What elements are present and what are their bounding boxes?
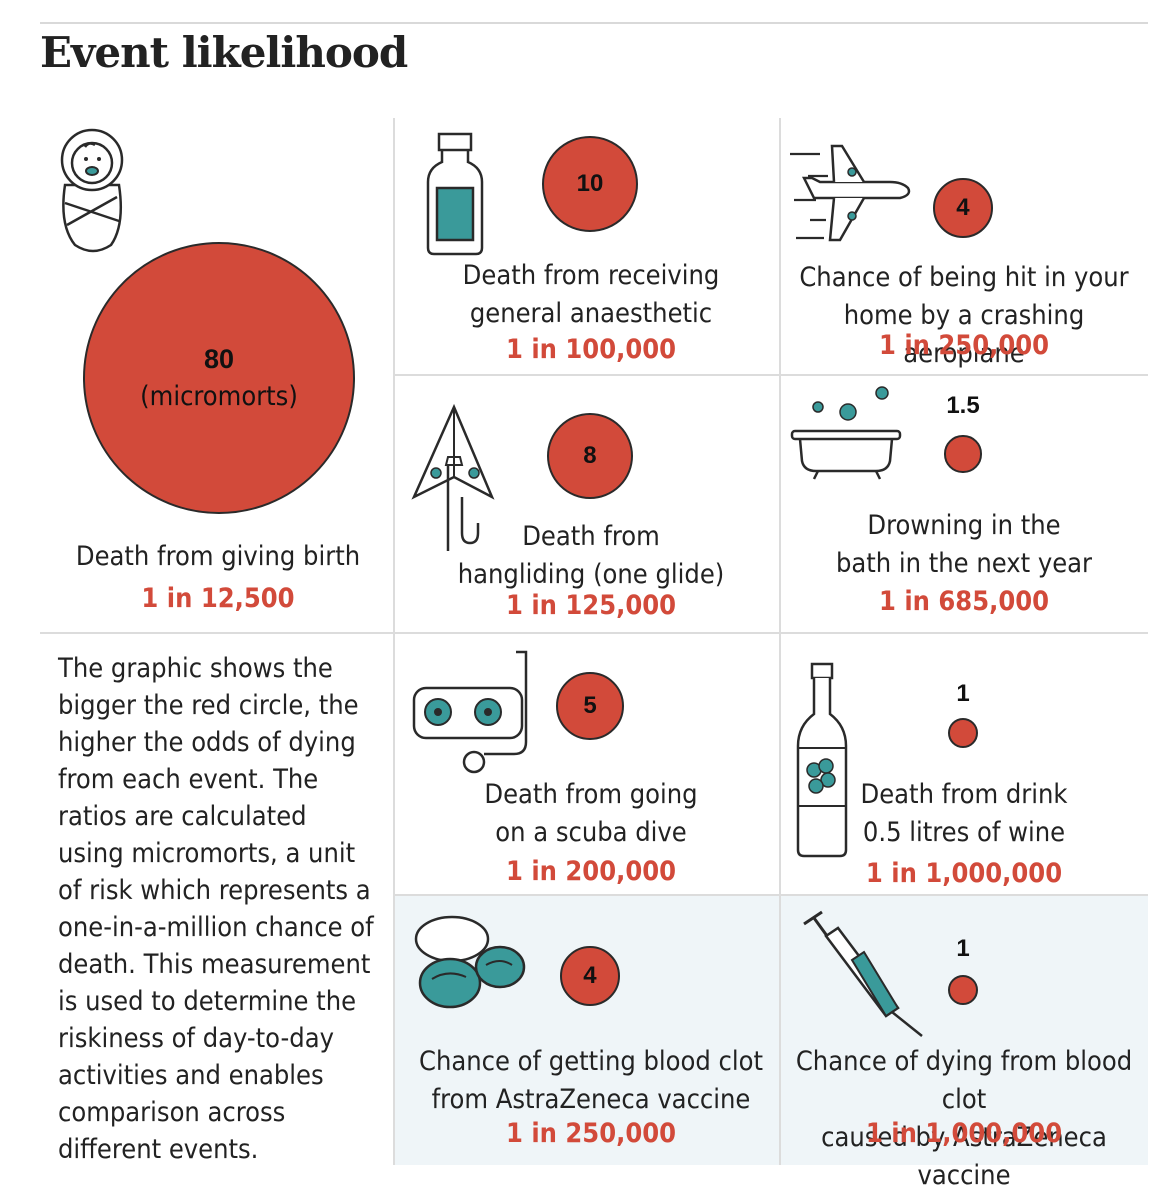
event-odds: 1 in 125,000 — [505, 590, 677, 621]
top-rule — [40, 22, 1148, 24]
hang-glider-icon — [411, 403, 495, 551]
bubble-anaesthetic: 10 — [541, 135, 639, 233]
event-odds: 1 in 250,000 — [878, 330, 1050, 361]
grid-divider — [394, 374, 1148, 376]
event-label: Chance of getting blood clot from AstraZ… — [419, 1046, 763, 1115]
event-odds: 1 in 250,000 — [505, 1118, 677, 1149]
bubble-giving-birth: 80 (micromorts) — [83, 242, 355, 514]
event-label: Chance of being hit in your home by a cr… — [799, 262, 1129, 369]
wine-bottle-icon — [796, 662, 848, 858]
bathtub-icon — [790, 386, 902, 480]
event-label: Chance of dying from blood clot caused b… — [795, 1046, 1133, 1191]
baby-icon — [60, 128, 124, 253]
bubble-aeroplane: 4 — [932, 177, 994, 239]
bubble-wine — [947, 717, 979, 749]
event-odds: 1 in 12,500 — [141, 583, 295, 614]
event-odds: 1 in 1,000,000 — [865, 858, 1063, 889]
grid-divider — [394, 894, 1148, 896]
data-label-micromorts: 8 — [583, 441, 597, 469]
event-odds: 1 in 1,000,000 — [865, 1118, 1063, 1149]
bubble-bath — [944, 435, 982, 473]
event-label: Death from hangliding (one glide) — [457, 521, 725, 590]
data-label-micromorts: 5 — [583, 692, 597, 719]
data-label-micromorts: 10 — [576, 169, 604, 197]
bubble-vaccine-death — [947, 974, 979, 1006]
airplane-icon — [790, 144, 911, 242]
event-odds: 1 in 200,000 — [505, 856, 677, 887]
highlight-row — [394, 895, 1148, 1165]
data-label-micromorts: 80 — [203, 344, 235, 374]
event-odds: 1 in 685,000 — [878, 586, 1050, 617]
scuba-mask-icon — [412, 650, 528, 774]
event-label: Death from drink 0.5 litres of wine — [860, 779, 1068, 848]
data-label-micromorts: 1 — [956, 680, 970, 707]
unit-label: (micromorts) — [140, 381, 298, 412]
event-label: Death from giving birth — [75, 541, 361, 572]
grid-divider — [393, 118, 395, 1165]
event-odds: 1 in 100,000 — [505, 334, 677, 365]
bubble-blood-clot: 4 — [559, 945, 621, 1007]
data-label-micromorts: 4 — [583, 961, 597, 989]
medicine-vial-icon — [426, 132, 484, 256]
data-label-micromorts: 1.5 — [946, 392, 980, 419]
explanatory-note: The graphic shows the bigger the red cir… — [58, 653, 374, 1165]
data-label-micromorts: 1 — [956, 935, 970, 962]
blood-cells-icon — [414, 915, 526, 1009]
data-label-micromorts: 4 — [956, 193, 970, 221]
event-label: Drowning in the bath in the next year — [835, 510, 1093, 579]
event-label: Death from receiving general anaesthetic — [462, 260, 720, 329]
bubble-scuba: 5 — [556, 672, 624, 740]
syringe-icon — [803, 910, 923, 1037]
bubble-hangliding: 8 — [546, 412, 633, 499]
chart-title: Event likelihood — [40, 28, 408, 77]
grid-divider — [40, 632, 1148, 634]
event-label: Death from going on a scuba dive — [484, 779, 698, 848]
grid-divider — [779, 118, 781, 1165]
